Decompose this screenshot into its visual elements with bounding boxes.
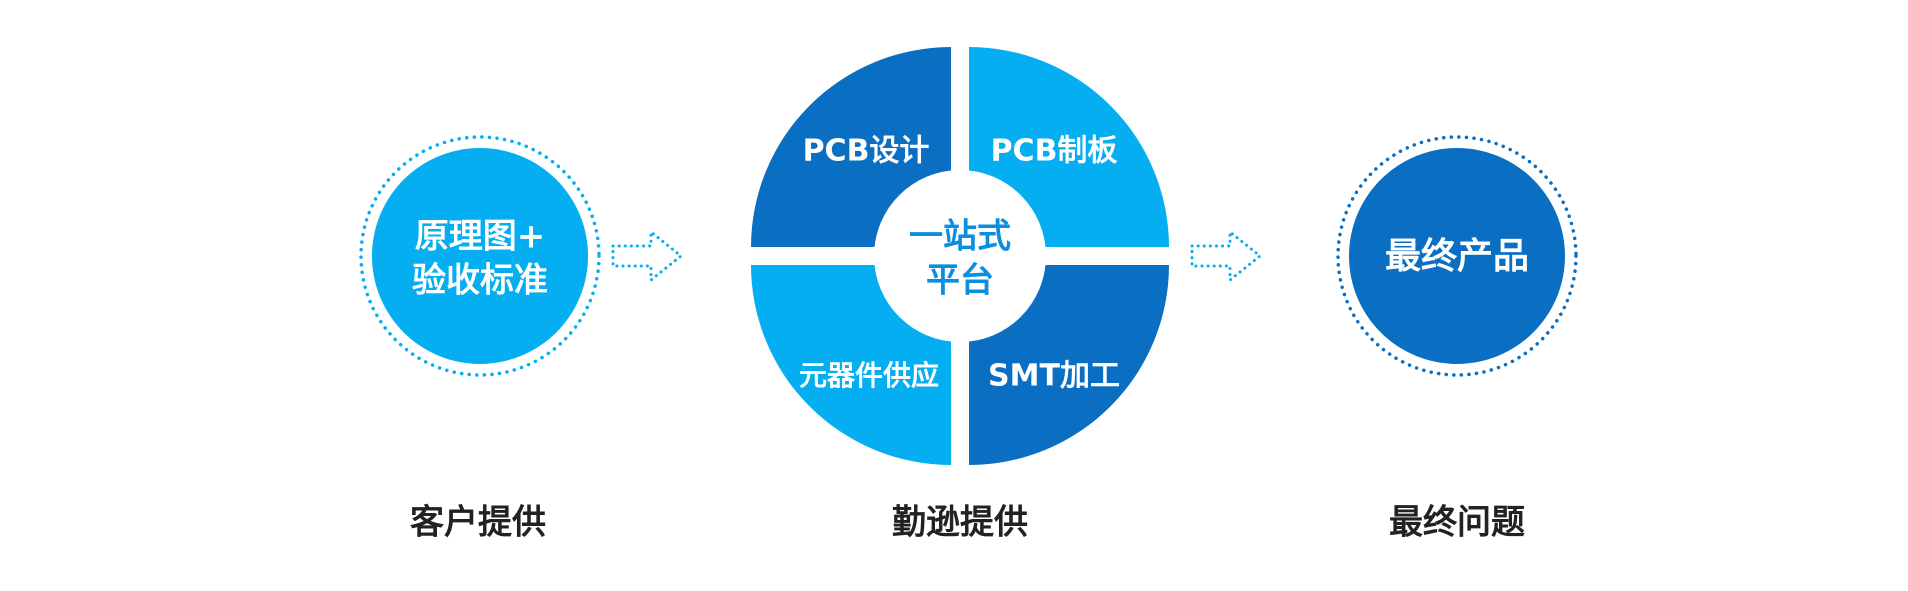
input-label-line1: 原理图+ <box>415 217 546 257</box>
quadrant-label-bottom-left: 元器件供应 <box>799 359 939 392</box>
input-dotted-ring <box>359 135 601 377</box>
dotted-arrow-right-icon <box>611 230 683 282</box>
dotted-arrow-outline <box>1190 230 1262 282</box>
quadrant-label-top-left: PCB设计 <box>803 134 930 169</box>
platform-center-line2: 平台 <box>926 261 994 301</box>
platform-center-line1: 一站式 <box>909 217 1011 257</box>
platform-caption: 勤逊提供 <box>892 503 1028 543</box>
input-node: 原理图+ 验收标准 <box>359 135 601 377</box>
dotted-arrow-right-icon <box>1190 230 1262 282</box>
dotted-arrow-outline <box>611 230 683 282</box>
input-circle <box>372 148 588 364</box>
input-caption: 客户提供 <box>410 503 546 543</box>
output-circle <box>1349 148 1565 364</box>
platform-center-disc <box>874 170 1046 342</box>
output-caption: 最终问题 <box>1389 503 1525 543</box>
quadrant-label-top-right: PCB制板 <box>991 134 1118 169</box>
output-node: 最终产品 <box>1336 135 1578 377</box>
output-dotted-ring <box>1336 135 1578 377</box>
output-label: 最终产品 <box>1385 236 1529 277</box>
input-label-line2: 验收标准 <box>412 261 548 301</box>
platform-node: 一站式 平台 PCB设计 PCB制板 元器件供应 SMT加工 <box>751 47 1169 465</box>
quadrant-label-bottom-right: SMT加工 <box>988 359 1120 394</box>
